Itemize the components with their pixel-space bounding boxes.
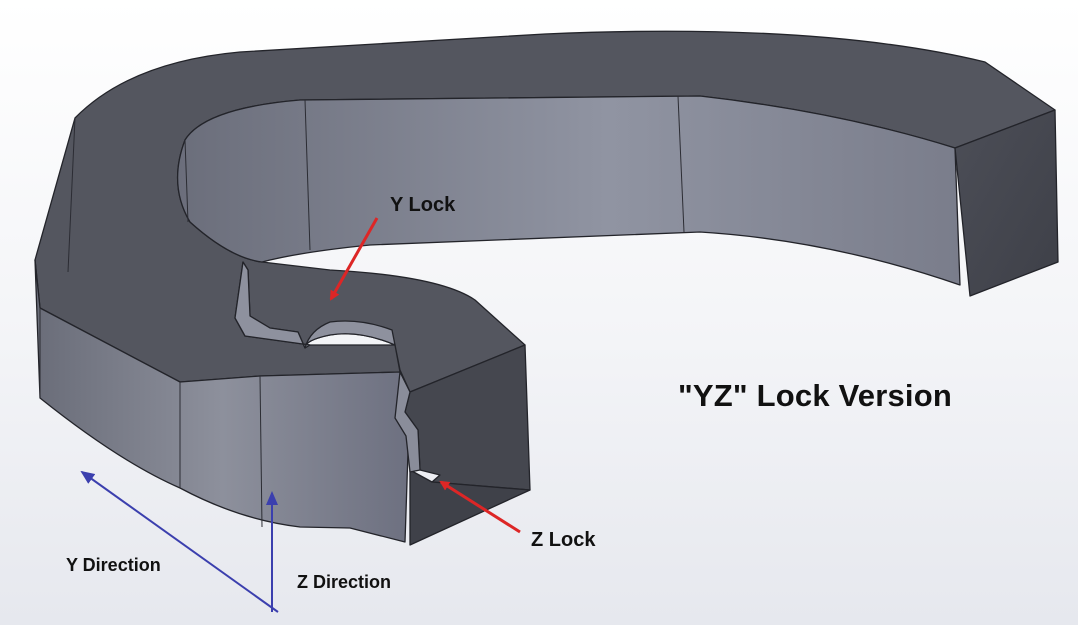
y-direction-arrow xyxy=(80,470,279,613)
part-inner-wall xyxy=(176,95,961,286)
z-lock-slot xyxy=(394,371,421,473)
z-lock-arrow xyxy=(439,480,521,534)
diagram-title: "YZ" Lock Version xyxy=(678,378,952,413)
y-direction-label: Y Direction xyxy=(66,555,161,575)
seam-lines xyxy=(39,95,685,528)
hook-part xyxy=(34,30,1059,546)
part-end-face xyxy=(954,109,1059,297)
z-lock-label: Z Lock xyxy=(531,529,596,551)
y-lock-label: Y Lock xyxy=(390,194,456,216)
y-lock-notch xyxy=(234,261,396,349)
z-direction-label: Z Direction xyxy=(297,572,392,592)
part-outer-side xyxy=(34,259,411,543)
y-lock-arrow xyxy=(329,217,379,301)
